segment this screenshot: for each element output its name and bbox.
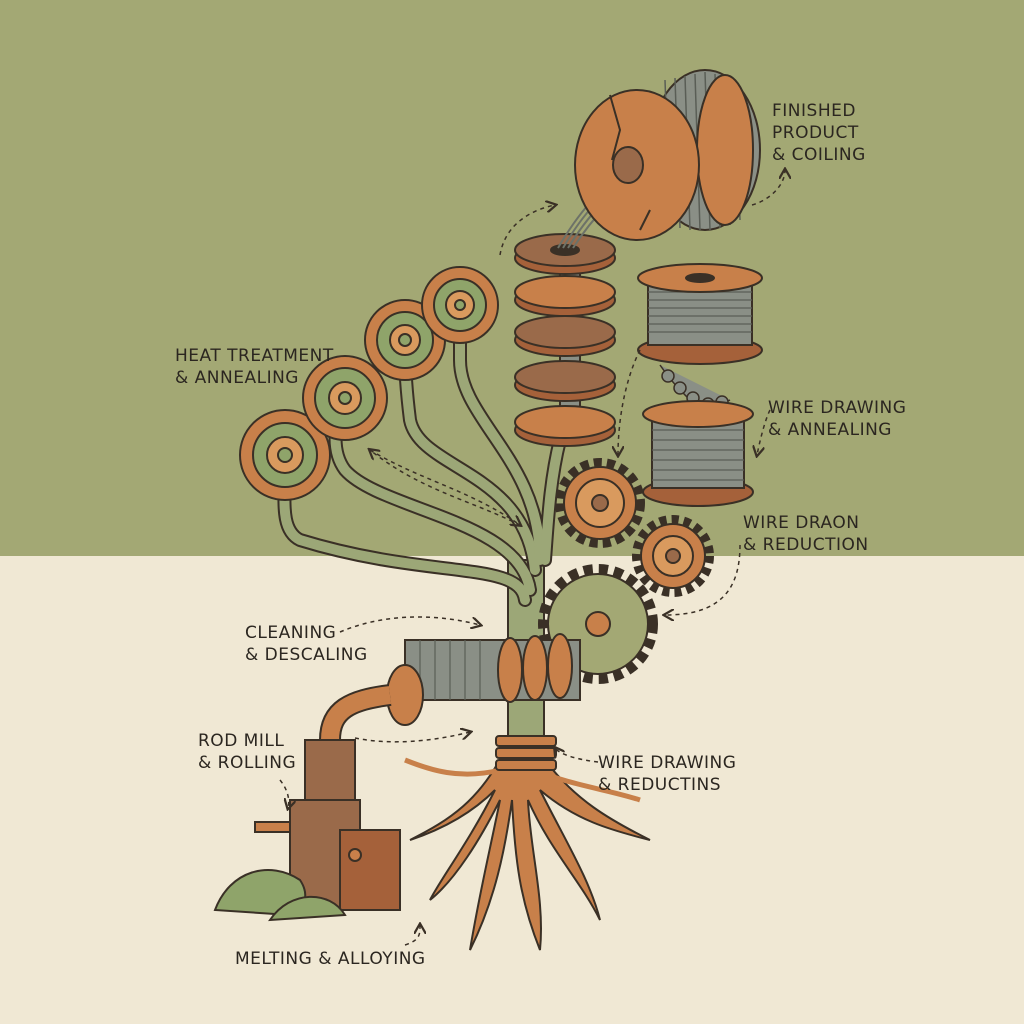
label-melting-alloying: MELTING & ALLOYING [235, 949, 426, 969]
label-heat-treatment: HEAT TREATMENT & ANNEALING [175, 346, 334, 388]
coil-spool-lower [642, 400, 754, 507]
heat-treatment-disc-2 [302, 355, 388, 441]
gear-upper [555, 458, 645, 548]
label-wire-drawing-annealing: WIRE DRAWING & ANNEALING [768, 398, 907, 440]
drawing-die-stack [514, 233, 616, 447]
label-wire-draon-reduction: WIRE DRAON & REDUCTION [743, 513, 869, 555]
label-cleaning-descaling: CLEANING & DESCALING [245, 623, 368, 665]
flow-arrows [279, 170, 785, 946]
gear-middle [632, 515, 714, 597]
label-rod-mill-rolling: ROD MILL & ROLLING [198, 731, 297, 773]
trunk-collar [495, 735, 557, 771]
descaling-drum [386, 633, 581, 726]
heat-treatment-disc-1 [239, 409, 331, 501]
finished-product-spool [574, 69, 761, 241]
coil-spool-upper [637, 263, 763, 365]
label-finished-product: FINISHED PRODUCT & COILING [772, 101, 866, 165]
slag-piles [213, 869, 347, 922]
furnace [254, 739, 401, 911]
label-wire-drawing-reductins: WIRE DRAWING & REDUCTINS [598, 753, 737, 795]
heat-treatment-disc-4 [421, 266, 499, 344]
roots [404, 748, 651, 951]
